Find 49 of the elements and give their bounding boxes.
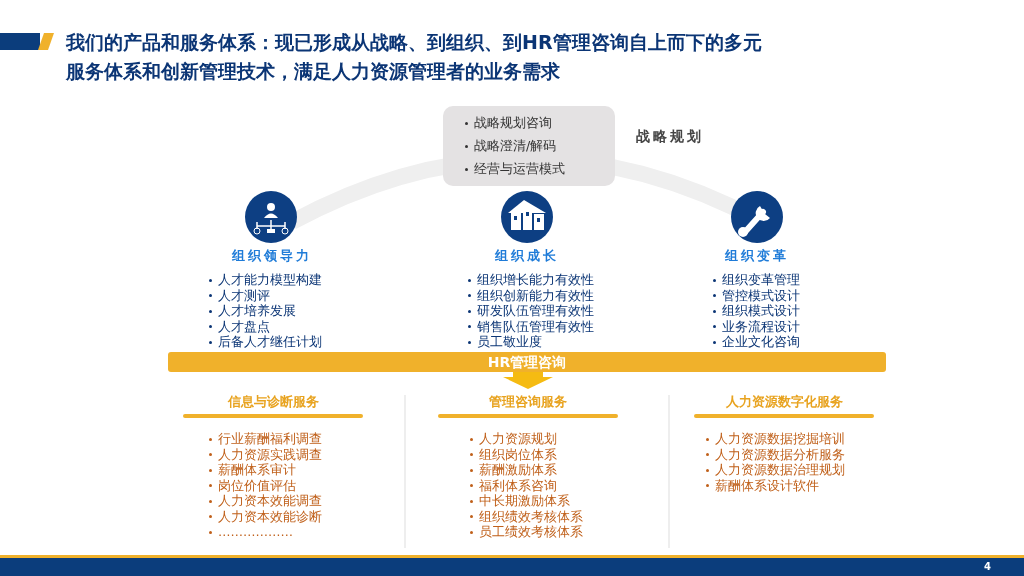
bullet-item: 人才盘点	[207, 318, 270, 334]
side-label: 战略规划	[636, 128, 704, 146]
bullet-item: 员工绩效考核体系	[468, 524, 583, 539]
bullet-item: 组织绩效考核体系	[468, 508, 583, 524]
bullet-item: 人才培养发展	[207, 303, 296, 318]
bullet-item: 后备人才继任计划	[207, 334, 322, 349]
bullet-item: 员工敬业度	[466, 334, 542, 349]
page-number: 4	[984, 560, 991, 574]
bullet-item: 薪酬激励体系	[468, 462, 557, 477]
bullet-item: 销售队伍管理有效性	[466, 318, 594, 334]
bullet-item: 薪酬体系审计	[207, 462, 296, 477]
bullet-item: 岗位价值评估	[207, 477, 296, 493]
column-heading: 组织变革	[724, 247, 790, 265]
bullet-item: 人力资本效能诊断	[207, 508, 322, 524]
column-heading: 组织成长	[494, 247, 560, 265]
bullet-item: 研发队伍管理有效性	[466, 303, 594, 318]
bullet-item: 人力资源实践调查	[207, 446, 322, 462]
bullet-item: 经营与运营模式	[463, 157, 565, 180]
bullet-item: 人力资源规划	[468, 431, 557, 446]
bullet-item: 行业薪酬福利调查	[207, 431, 322, 446]
section-heading: 人力资源数字化服务	[724, 393, 844, 411]
bullet-item: 中长期激励体系	[468, 493, 570, 508]
bullet-item: 管控模式设计	[711, 287, 800, 303]
banner-title: HR管理咨询	[486, 353, 568, 372]
bullet-item: 战略澄清/解码	[463, 134, 557, 157]
bullet-item: 组织变革管理	[711, 272, 800, 287]
bullet-item: 人力资源数据分析服务	[704, 446, 845, 462]
bullet-item: 人力资源数据治理规划	[704, 462, 845, 477]
bullet-item: 组织增长能力有效性	[466, 272, 594, 287]
bullet-item: 薪酬体系设计软件	[704, 477, 819, 493]
bullet-item: 组织模式设计	[711, 303, 800, 318]
slide-title: 我们的产品和服务体系：现已形成从战略、到组织、到HR管理咨询自上而下的多元服务体系和创新管理技术，满足人力资源管理者的业务需求	[66, 30, 763, 84]
bullet-item: 业务流程设计	[711, 318, 800, 334]
banner-bar	[168, 352, 886, 372]
section-heading: 信息与诊断服务	[226, 393, 320, 411]
strategy-box	[443, 106, 615, 186]
bullet-item: 战略规划咨询	[463, 111, 552, 134]
section-heading: 管理咨询服务	[488, 393, 568, 411]
bullet-item: 人力资本效能调查	[207, 493, 322, 508]
bullet-item: 人力资源数据挖掘培训	[704, 431, 845, 446]
bullet-item: 人才测评	[207, 287, 270, 303]
bullet-item: 组织岗位体系	[468, 446, 557, 462]
column-heading: 组织领导力	[231, 247, 313, 265]
bullet-item: 企业文化咨询	[711, 334, 800, 349]
arrow	[503, 372, 553, 389]
bullet-item: 组织创新能力有效性	[466, 287, 594, 303]
bullet-item: ………………	[207, 524, 293, 539]
bullet-item: 福利体系咨询	[468, 477, 557, 493]
bullet-item: 人才能力模型构建	[207, 272, 322, 287]
